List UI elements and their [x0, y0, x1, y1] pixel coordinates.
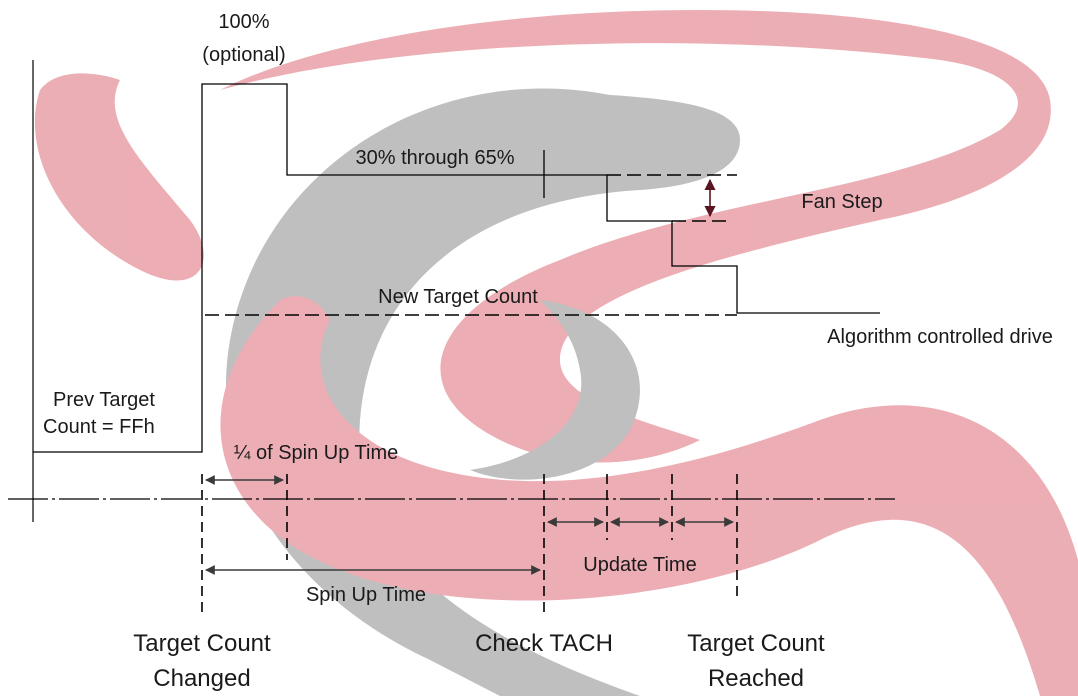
label-target-count-changed-1: Target Count [133, 630, 271, 657]
watermark-pink-top-swoosh [220, 10, 1051, 463]
label-target-count-reached-1: Target Count [687, 630, 825, 657]
label-prev-target-2: Count = FFh [43, 416, 155, 438]
label-fan-step: Fan Step [801, 191, 882, 213]
time-arrows [205, 475, 734, 575]
label-update-time: Update Time [583, 554, 696, 576]
label-algorithm-controlled-drive: Algorithm controlled drive [827, 326, 1053, 348]
time-markers [201, 474, 738, 618]
event-labels: Target Count Changed Check TACH Target C… [133, 630, 825, 692]
label-range: 30% through 65% [355, 147, 514, 169]
label-spin-up-time: Spin Up Time [306, 584, 426, 606]
watermark-gray-inner [470, 300, 640, 480]
label-target-count-reached-2: Reached [708, 665, 804, 692]
watermark-logo [34, 10, 1078, 696]
label-target-count-changed-2: Changed [153, 665, 250, 692]
watermark-pink-bottom-swoosh [220, 296, 1078, 696]
label-quarter-spin-up-time: ¼ of Spin Up Time [234, 442, 399, 464]
reference-lines [205, 174, 737, 316]
label-new-target-count: New Target Count [378, 286, 538, 308]
watermark-pink-left-swoosh [34, 73, 204, 281]
labels: 100% (optional) 30% through 65% Fan Step… [43, 11, 1053, 606]
label-check-tach: Check TACH [475, 630, 613, 657]
label-peak-pct: 100% [218, 11, 269, 33]
axes [8, 60, 895, 522]
label-prev-target-1: Prev Target [53, 389, 155, 411]
drive-waveform [33, 83, 880, 453]
label-optional: (optional) [202, 44, 285, 66]
